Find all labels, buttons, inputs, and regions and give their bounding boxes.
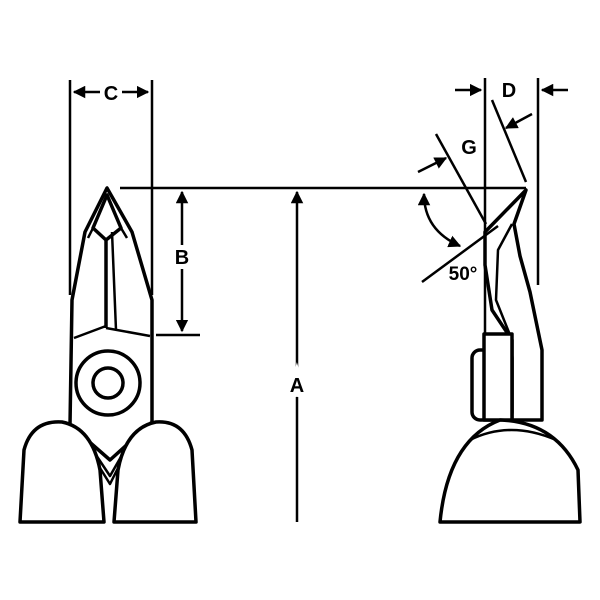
angle-leg-line	[421, 224, 499, 284]
joint-plate-line	[73, 324, 151, 340]
cutter-head-outline	[68, 186, 154, 462]
label-b: B	[175, 247, 189, 269]
label-a: A	[290, 375, 304, 397]
angle-arc	[417, 192, 462, 248]
label-angle: 50°	[449, 264, 478, 285]
left-handle	[18, 420, 106, 524]
g-extension-upper	[490, 99, 528, 183]
handle-spring-lines	[94, 454, 124, 486]
g-arrow-upper	[504, 112, 533, 130]
label-d: D	[502, 80, 516, 102]
right-handle	[112, 420, 198, 524]
side-pivot-plate	[482, 332, 514, 422]
blade-tip-facet	[91, 193, 123, 328]
front-view-cutter	[18, 186, 198, 524]
blade-edge-lines	[86, 227, 129, 331]
side-handle	[438, 418, 582, 524]
side-handle-ridge	[469, 428, 557, 442]
label-g: G	[461, 137, 477, 159]
side-view-cutter	[438, 188, 582, 524]
pivot-inner-ring	[91, 366, 125, 400]
g-extension-lower	[434, 133, 488, 225]
side-tip-bevel	[494, 223, 514, 341]
label-c: C	[104, 83, 118, 105]
g-arrow-lower	[417, 156, 448, 174]
dimension-lines	[68, 78, 568, 522]
